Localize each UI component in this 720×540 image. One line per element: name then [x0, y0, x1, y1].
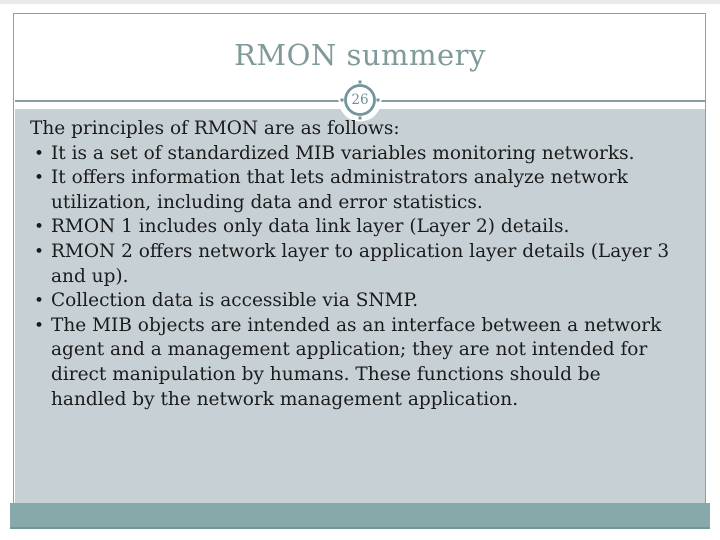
bullet-item: • It is a set of standardized MIB variabl…: [30, 142, 700, 167]
bullet-glyph: •: [34, 217, 45, 238]
top-edge-strip: [0, 0, 720, 4]
body-intro-line: The principles of RMON are as follows:: [30, 118, 400, 139]
bullet-text: It is a set of standardized MIB variable…: [51, 142, 635, 164]
bullet-text: RMON 1 includes only data link layer (La…: [51, 216, 570, 238]
slide-title: RMON summery: [234, 38, 486, 72]
bullet-glyph: •: [34, 168, 45, 189]
bullet-list: • It is a set of standardized MIB variabl…: [30, 142, 700, 413]
bullet-item: • RMON 1 includes only data link layer (L…: [30, 215, 700, 240]
bullet-glyph: •: [34, 241, 45, 262]
bullet-text: Collection data is accessible via SNMP.: [51, 290, 419, 312]
bullet-glyph: •: [34, 315, 45, 336]
bullet-text: RMON 2 offers network layer to applicati…: [51, 240, 670, 287]
bullet-text: It offers information that lets administ…: [51, 167, 628, 213]
footer-bar: [10, 503, 710, 529]
bullet-item: • It offers information that lets adminis…: [30, 166, 700, 215]
badge-ring-icon: [338, 78, 382, 122]
bullet-item: • The MIB objects are intended as an inte…: [30, 314, 700, 412]
body-text-block: The principles of RMON are as follows: •…: [30, 117, 700, 412]
bullet-glyph: •: [34, 291, 45, 312]
content-panel: [14, 109, 705, 503]
bullet-item: • RMON 2 offers network layer to applicat…: [30, 240, 700, 289]
page-number: 26: [351, 92, 369, 108]
page-number-badge: 26: [338, 78, 382, 122]
bullet-item: • Collection data is accessible via SNMP.: [30, 289, 700, 314]
bullet-text: The MIB objects are intended as an inter…: [51, 314, 662, 410]
bullet-glyph: •: [34, 143, 45, 164]
